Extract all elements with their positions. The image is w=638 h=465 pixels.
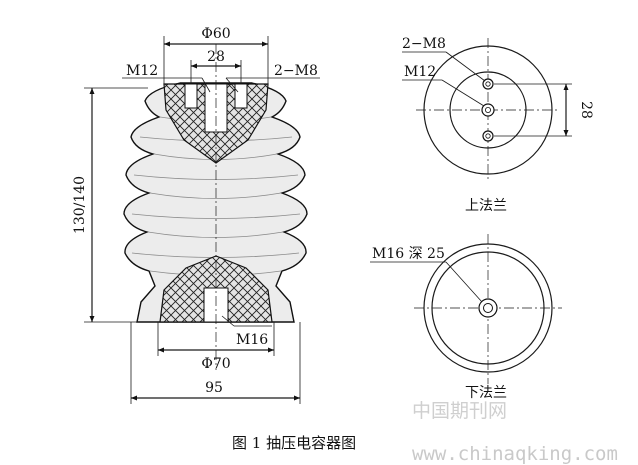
- figure-caption: 图 1 抽压电容器图: [232, 434, 356, 452]
- watermark-site-cn: 中国期刊网: [412, 400, 507, 422]
- bottom-flange-view: M16 深 25 下法兰: [370, 234, 562, 401]
- top-left-hole: [184, 83, 198, 109]
- top-flange-view: 2−M8 M12 28 上法兰: [402, 36, 594, 214]
- dim-height: 130/140: [72, 87, 148, 323]
- dim-top-diameter-label: Φ60: [201, 26, 230, 42]
- watermark-url: www.chinaqking.com: [412, 443, 618, 465]
- top-right-hole: [234, 83, 248, 109]
- dim-bottom-diameter-label: Φ70: [201, 356, 230, 372]
- thread-label-bottom: M16: [221, 315, 272, 348]
- label-side-threads: 2−M8: [274, 63, 318, 79]
- label-bottom-thread: M16: [236, 332, 268, 348]
- dim-base-width-label: 95: [205, 380, 223, 396]
- dim-bottom-diameter: Φ70: [157, 322, 275, 372]
- bottom-flange-thread-depth: M16 深 25: [372, 246, 445, 262]
- insulator-body: [123, 82, 308, 323]
- bottom-flange-title: 下法兰: [465, 385, 507, 401]
- dim-height-label: 130/140: [72, 176, 88, 234]
- top-flange-center-thread: M12: [404, 64, 436, 80]
- dim-bolt-spacing-label: 28: [207, 49, 225, 65]
- side-view: Φ60 28 M12 2−M8 130/140: [72, 26, 320, 404]
- top-flange-side-threads: 2−M8: [402, 36, 446, 52]
- dim-bolt-spacing: 28: [190, 49, 242, 84]
- dim-base-width: 95: [130, 322, 301, 404]
- label-center-thread: M12: [126, 63, 158, 79]
- top-flange-title: 上法兰: [465, 198, 507, 214]
- thread-labels-top: M12 2−M8: [122, 63, 320, 93]
- dim-top-diameter: Φ60: [163, 26, 269, 84]
- top-flange-hole-spacing: 28: [578, 101, 594, 119]
